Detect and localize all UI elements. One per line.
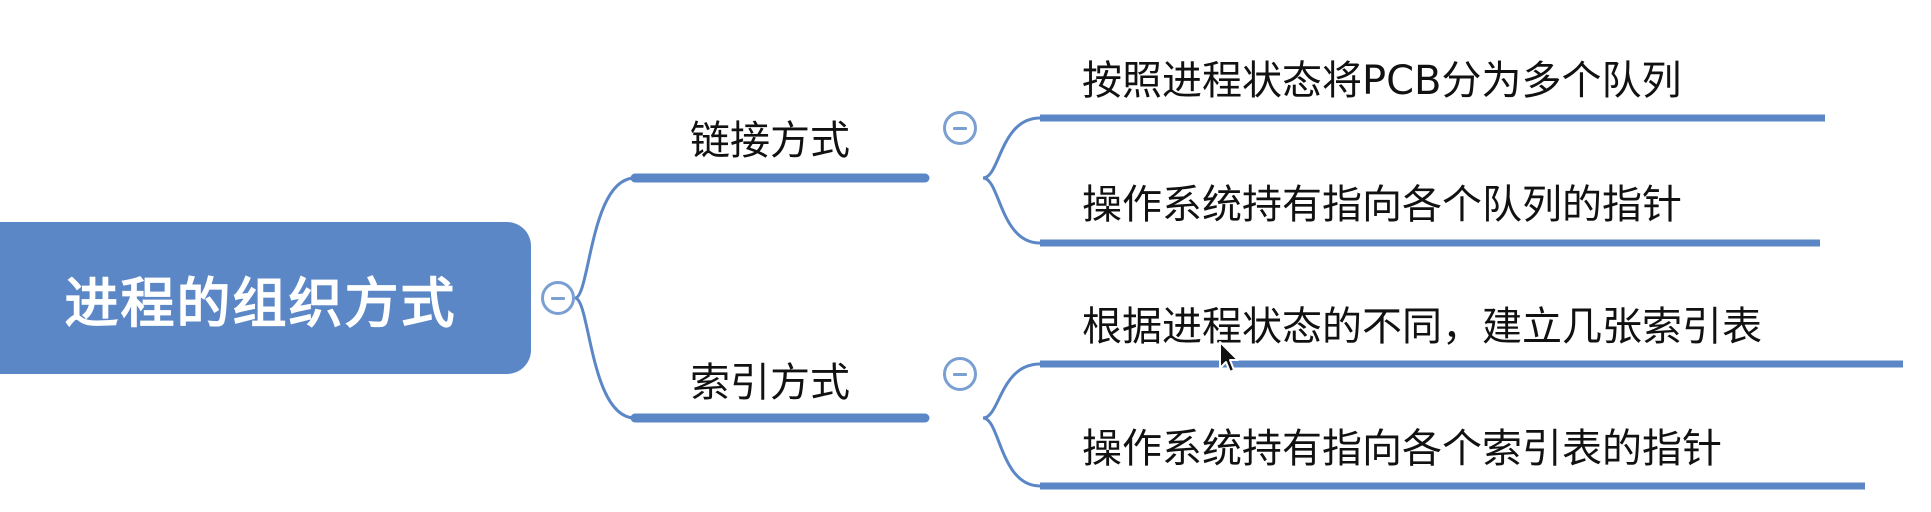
root-to-branch-2-curve — [574, 296, 636, 420]
branch-2-collapse-minus-icon[interactable] — [943, 357, 977, 391]
branch-1-to-leaf-2-curve — [982, 176, 1041, 245]
root-node[interactable]: 进程的组织方式 — [0, 222, 531, 374]
branch-1-label[interactable]: 链接方式 — [690, 118, 850, 164]
branch-2-to-leaf-1-curve — [982, 362, 1041, 420]
leaf-1-1-label[interactable]: 按照进程状态将PCB分为多个队列 — [1082, 58, 1682, 104]
root-label: 进程的组织方式 — [64, 271, 457, 335]
leaf-2-1-label[interactable]: 根据进程状态的不同，建立几张索引表 — [1082, 304, 1762, 350]
root-collapse-minus-icon[interactable] — [541, 281, 575, 315]
mouse-pointer-icon — [1219, 341, 1239, 373]
root-to-branch-1-curve — [574, 176, 636, 300]
branch-1-to-leaf-1-curve — [982, 116, 1041, 180]
branch-2-to-leaf-2-curve — [982, 416, 1041, 488]
branch-1-collapse-minus-icon[interactable] — [943, 111, 977, 145]
leaf-1-2-label[interactable]: 操作系统持有指向各个队列的指针 — [1082, 182, 1682, 228]
leaf-2-2-label[interactable]: 操作系统持有指向各个索引表的指针 — [1082, 426, 1722, 472]
branch-2-label[interactable]: 索引方式 — [690, 360, 850, 406]
